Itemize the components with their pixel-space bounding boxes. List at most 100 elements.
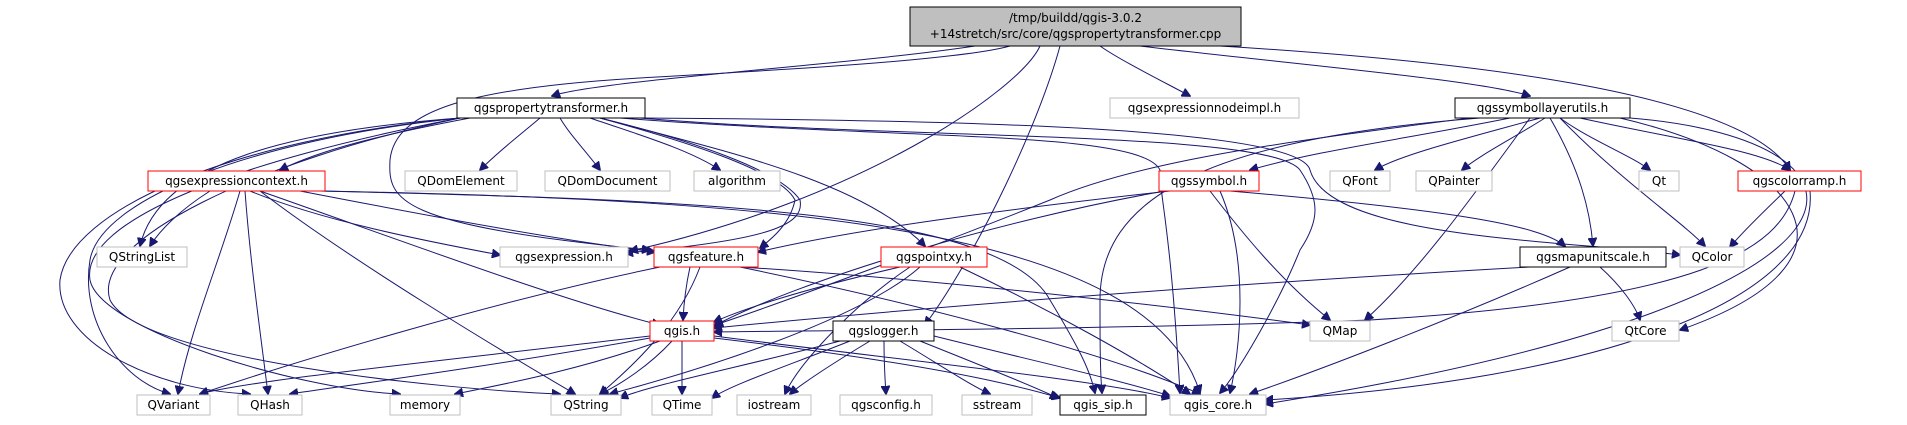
dependency-edge — [1462, 117, 1546, 170]
node-qstring[interactable]: QString — [550, 394, 622, 416]
node-qgsexpressioncontext-h[interactable]: qgsexpressioncontext.h — [147, 170, 326, 192]
svg-text:Qt: Qt — [1652, 174, 1666, 188]
svg-text:QtCore: QtCore — [1625, 324, 1667, 338]
node-memory[interactable]: memory — [389, 394, 461, 416]
node-qgis-sip-h[interactable]: qgis_sip.h — [1059, 394, 1147, 416]
node-qstringlist[interactable]: QStringList — [96, 246, 188, 268]
node-qgsfeature-h[interactable]: qgsfeature.h — [653, 246, 759, 268]
root-path-line2: +14stretch/src/core/qgspropertytransform… — [930, 27, 1221, 41]
node-qgsmapunitscale-h[interactable]: qgsmapunitscale.h — [1519, 246, 1667, 268]
svg-text:qgis_sip.h: qgis_sip.h — [1073, 398, 1132, 412]
dependency-edge — [259, 190, 660, 325]
dependency-edge — [455, 340, 661, 394]
svg-text:sstream: sstream — [973, 398, 1021, 412]
dependency-edge — [290, 337, 651, 394]
dependency-edge — [600, 340, 673, 394]
dependency-edge — [1579, 117, 1790, 170]
dependency-edge — [480, 117, 541, 170]
svg-text:qgspointxy.h: qgspointxy.h — [896, 250, 972, 264]
node-qgslogger-h[interactable]: qgslogger.h — [832, 320, 935, 342]
dependency-edge — [599, 117, 796, 248]
dependency-edge — [758, 190, 1171, 252]
dependency-edge — [280, 117, 471, 170]
dependency-edge — [599, 117, 925, 246]
svg-text:QVariant: QVariant — [147, 398, 199, 412]
dependency-edge — [1559, 117, 1705, 246]
node-qgspointxy-h[interactable]: qgspointxy.h — [880, 246, 988, 268]
dependency-edge — [1209, 190, 1330, 320]
node-qt[interactable]: Qt — [1638, 170, 1680, 192]
svg-text:qgis_core.h: qgis_core.h — [1184, 398, 1252, 412]
svg-text:QStringList: QStringList — [109, 250, 176, 264]
svg-text:algorithm: algorithm — [708, 174, 766, 188]
dependency-edge — [178, 190, 241, 394]
dependency-edge — [88, 117, 461, 394]
dependency-edge — [639, 117, 1680, 255]
dependency-edge — [200, 266, 661, 394]
dependency-edge — [1099, 45, 1190, 96]
node-qmap[interactable]: QMap — [1309, 320, 1371, 342]
svg-text:QTime: QTime — [663, 398, 702, 412]
dependency-edge — [589, 117, 720, 170]
node-qgis-core-h[interactable]: qgis_core.h — [1169, 394, 1267, 416]
node-qtime[interactable]: QTime — [651, 394, 713, 416]
dependency-edge — [1730, 190, 1786, 247]
svg-text:qgsfeature.h: qgsfeature.h — [668, 250, 744, 264]
dependency-edge — [1100, 117, 1481, 393]
node-qdomelement[interactable]: QDomElement — [404, 170, 518, 192]
node-qpainter[interactable]: QPainter — [1415, 170, 1493, 192]
dependency-edge — [713, 335, 1170, 398]
node-qgscolorramp-h[interactable]: qgscolorramp.h — [1737, 170, 1862, 192]
node-qvariant[interactable]: QVariant — [136, 394, 211, 416]
dependency-edge — [1219, 45, 1790, 170]
node-qgspropertytransformer-h[interactable]: qgspropertytransformer.h — [456, 97, 646, 119]
node-qfont[interactable]: QFont — [1329, 170, 1391, 192]
dependency-edge — [639, 117, 1316, 393]
dependency-edge — [59, 117, 461, 394]
dependency-edge — [1250, 117, 1511, 170]
dependency-edge — [1250, 266, 1571, 394]
dependency-edge — [884, 340, 886, 394]
dependency-edge — [1139, 45, 1530, 96]
dependency-edge — [1619, 117, 1798, 330]
root-node-qgspropertytransformer-cpp[interactable]: /tmp/buildd/qgis-3.0.2 +14stretch/src/co… — [909, 6, 1242, 47]
node-qgssymbollayerutils-h[interactable]: qgssymbollayerutils.h — [1454, 97, 1631, 119]
svg-text:memory: memory — [400, 398, 450, 412]
dependency-edge — [319, 190, 1200, 393]
node-qcolor[interactable]: QColor — [1679, 246, 1745, 268]
svg-text:qgspropertytransformer.h: qgspropertytransformer.h — [474, 101, 628, 115]
svg-text:QDomDocument: QDomDocument — [558, 174, 658, 188]
dependency-edge — [739, 266, 1310, 325]
dependency-edge — [89, 117, 461, 394]
svg-text:qgsexpressionnodeimpl.h: qgsexpressionnodeimpl.h — [1128, 101, 1282, 115]
svg-text:qgslogger.h: qgslogger.h — [848, 324, 918, 338]
svg-text:QHash: QHash — [250, 398, 290, 412]
node-qgssymbol-h[interactable]: qgssymbol.h — [1158, 170, 1260, 192]
dependency-edge — [715, 117, 1471, 325]
dependency-edge — [714, 266, 1531, 328]
node-algorithm[interactable]: algorithm — [693, 170, 781, 192]
node-qgis-h[interactable]: qgis.h — [649, 320, 715, 342]
node-qgsexpressionnodeimpl-h[interactable]: qgsexpressionnodeimpl.h — [1109, 97, 1300, 119]
dependency-edge — [599, 117, 801, 253]
svg-text:qgssymbol.h: qgssymbol.h — [1171, 174, 1247, 188]
svg-text:QDomElement: QDomElement — [417, 174, 505, 188]
node-sstream[interactable]: sstream — [961, 394, 1033, 416]
svg-text:qgssymbollayerutils.h: qgssymbollayerutils.h — [1477, 101, 1609, 115]
dependency-edge — [259, 190, 575, 394]
dependency-edge — [107, 117, 560, 394]
root-path-line1: /tmp/buildd/qgis-3.0.2 — [1009, 11, 1142, 25]
node-qtcore[interactable]: QtCore — [1611, 320, 1680, 342]
node-qhash[interactable]: QHash — [237, 394, 303, 416]
node-qdomdocument[interactable]: QDomDocument — [544, 170, 671, 192]
dependency-edge — [714, 266, 901, 322]
svg-text:QPainter: QPainter — [1428, 174, 1480, 188]
dependency-edge — [150, 190, 211, 246]
dependency-edge — [244, 190, 268, 394]
svg-text:QString: QString — [563, 398, 608, 412]
dependency-edge — [1365, 117, 1531, 320]
node-qgsconfig-h[interactable]: qgsconfig.h — [839, 394, 933, 416]
svg-text:qgsmapunitscale.h: qgsmapunitscale.h — [1536, 250, 1650, 264]
node-iostream[interactable]: iostream — [736, 394, 812, 416]
node-qgsexpression-h[interactable]: qgsexpression.h — [499, 246, 629, 268]
